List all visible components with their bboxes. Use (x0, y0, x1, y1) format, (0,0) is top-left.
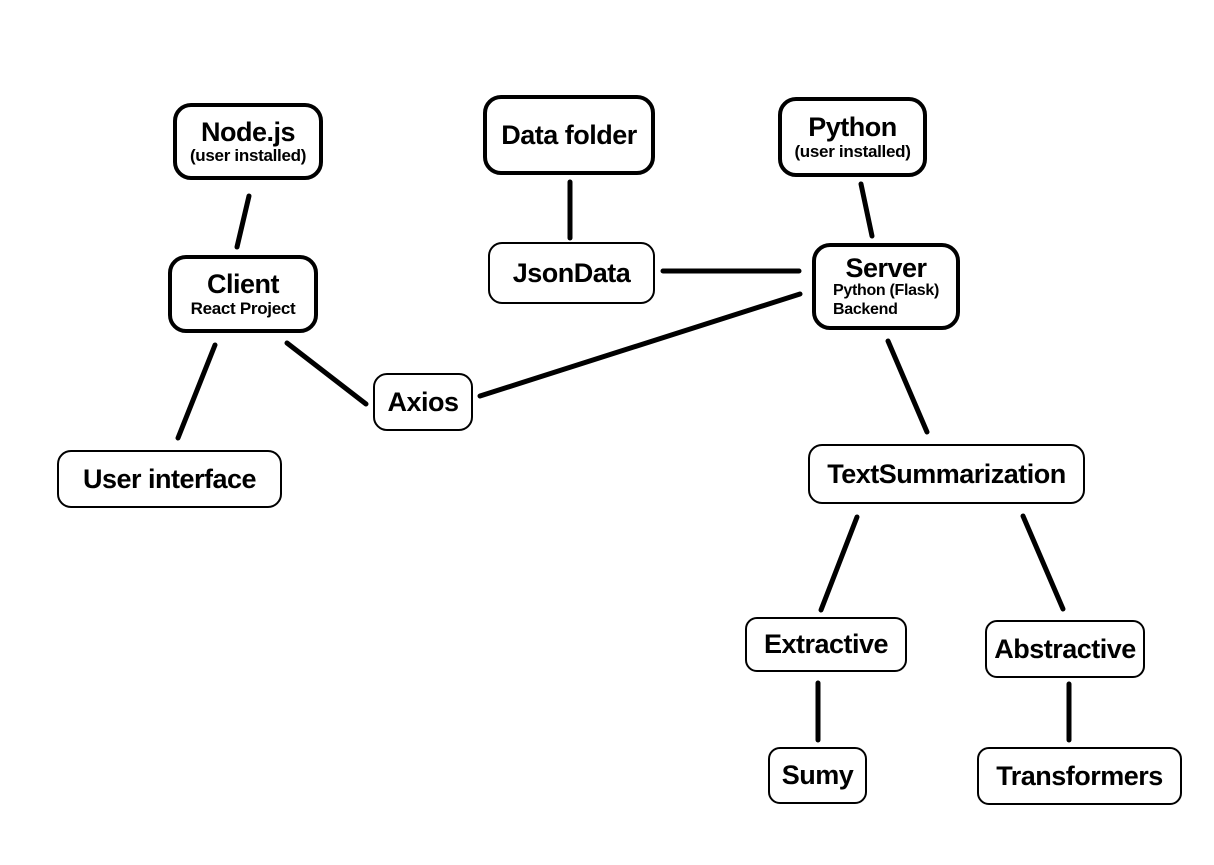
edge-python-server (858, 181, 875, 239)
node-user-interface: User interface (57, 450, 282, 508)
edge-axios-server (477, 291, 803, 399)
node-title: Client (206, 269, 280, 300)
node-title: Axios (387, 386, 459, 417)
edge-server-textsummarization (885, 338, 930, 435)
node-title: Node.js (200, 116, 296, 147)
node-axios: Axios (373, 373, 473, 431)
node-subtitle-line2: Backend (832, 300, 898, 318)
node-extractive: Extractive (745, 617, 907, 672)
node-subtitle: (user installed) (189, 146, 307, 166)
node-subtitle: Python (Flask)Backend (833, 282, 939, 319)
edge-client-userinterface (175, 342, 218, 441)
node-title: Sumy (781, 760, 854, 791)
node-title: TextSummarization (827, 458, 1066, 489)
edge-nodejs-client (234, 193, 252, 250)
edge-client-axios (284, 340, 369, 407)
node-title: Transformers (996, 760, 1163, 791)
node-abstractive: Abstractive (985, 620, 1145, 678)
node-title: Abstractive (994, 633, 1136, 664)
edge-textsummarization-abstractive (1020, 513, 1066, 612)
node-client: Client React Project (168, 255, 318, 333)
node-subtitle: (user installed) (794, 141, 911, 161)
node-title: Python (808, 112, 897, 143)
node-nodejs: Node.js (user installed) (173, 103, 323, 180)
node-transformers: Transformers (977, 747, 1182, 805)
node-subtitle: React Project (190, 298, 296, 318)
node-title: Extractive (763, 629, 889, 660)
node-jsondata: JsonData (488, 242, 655, 304)
node-subtitle-line1: Python (Flask) (832, 282, 940, 300)
edge-textsummarization-extractive (818, 514, 860, 613)
node-data-folder: Data folder (483, 95, 655, 175)
node-title: Server (845, 252, 927, 283)
node-title: Data folder (501, 119, 637, 150)
node-title: JsonData (512, 257, 631, 288)
node-title: User interface (82, 463, 257, 494)
node-python: Python (user installed) (778, 97, 927, 177)
node-sumy: Sumy (768, 747, 867, 804)
node-server: Server Python (Flask)Backend (812, 243, 960, 330)
node-textsummarization: TextSummarization (808, 444, 1085, 504)
